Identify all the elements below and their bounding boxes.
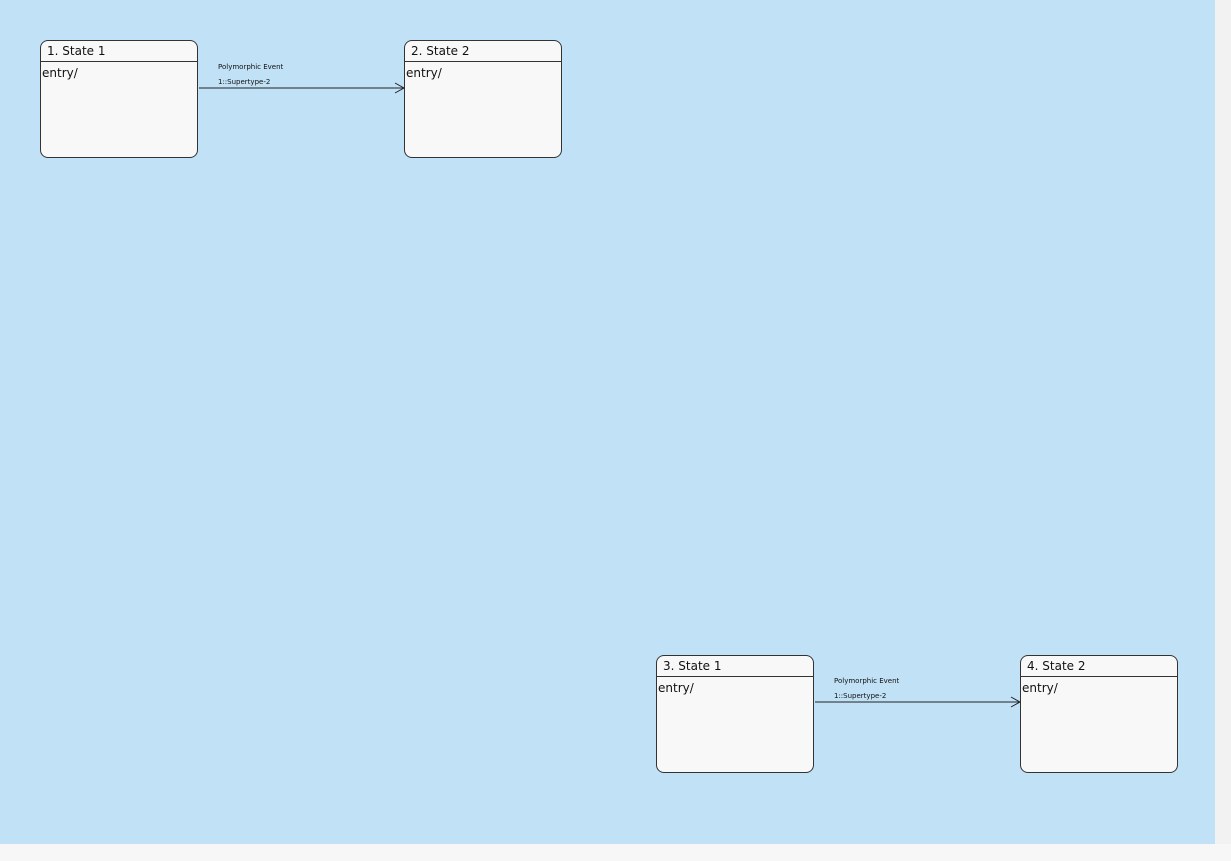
horizontal-scrollbar[interactable] [0, 844, 1231, 861]
state-3-state-1[interactable]: 3. State 1 entry/ [656, 655, 814, 773]
state-entry-action: entry/ [42, 66, 78, 80]
transition-supertype-label[interactable]: 1::Supertype-2 [218, 78, 271, 86]
transition-event-label[interactable]: Polymorphic Event [218, 63, 284, 71]
vertical-scrollbar[interactable] [1215, 0, 1231, 844]
arrowhead-icon [394, 82, 406, 94]
transitions-layer [199, 82, 1022, 708]
state-entry-action: entry/ [406, 66, 442, 80]
state-entry-action: entry/ [658, 681, 694, 695]
state-title: 1. State 1 [41, 41, 197, 62]
state-4-state-2[interactable]: 4. State 2 entry/ [1020, 655, 1178, 773]
state-1-state-1[interactable]: 1. State 1 entry/ [40, 40, 198, 158]
state-entry-action: entry/ [1022, 681, 1058, 695]
transition-3-to-4[interactable] [815, 696, 1022, 708]
transition-event-label[interactable]: Polymorphic Event [834, 677, 900, 685]
state-title: 2. State 2 [405, 41, 561, 62]
diagram-canvas[interactable]: 1. State 1 entry/ 2. State 2 entry/ 3. S… [0, 0, 1215, 844]
transition-supertype-label[interactable]: 1::Supertype-2 [834, 692, 887, 700]
state-title: 3. State 1 [657, 656, 813, 677]
state-title: 4. State 2 [1021, 656, 1177, 677]
transition-1-to-2[interactable] [199, 82, 406, 94]
state-2-state-2[interactable]: 2. State 2 entry/ [404, 40, 562, 158]
arrowhead-icon [1010, 696, 1022, 708]
